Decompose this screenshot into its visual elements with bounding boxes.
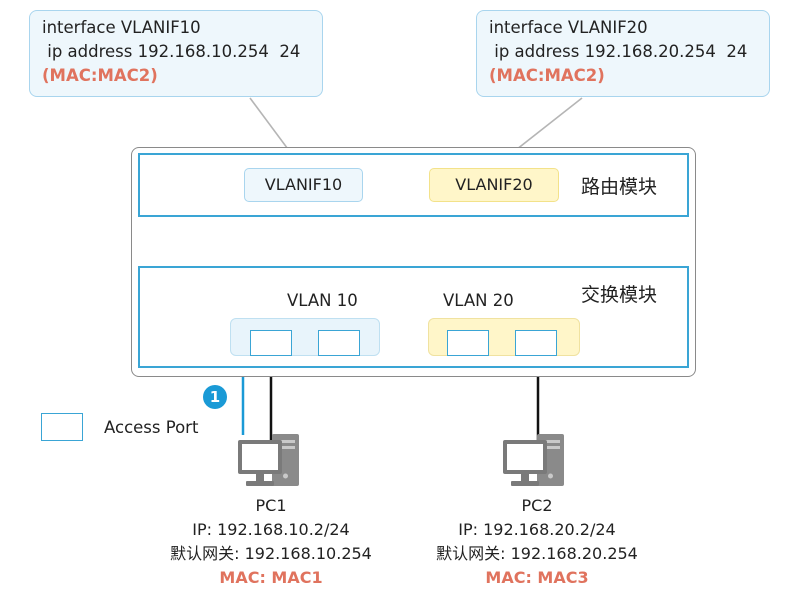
callout-mac: (MAC:MAC2) bbox=[489, 66, 605, 85]
callout-line: interface VLANIF10 bbox=[42, 18, 201, 37]
access-port bbox=[515, 330, 557, 356]
switching-module-label: 交换模块 bbox=[581, 284, 658, 306]
pc1-info: PC1 IP: 192.168.10.2/24 默认网关: 192.168.10… bbox=[146, 494, 396, 590]
switching-module bbox=[138, 266, 689, 368]
callout-line: ip address 192.168.10.254 24 bbox=[42, 42, 301, 61]
pc1-mac: MAC: MAC1 bbox=[219, 568, 323, 587]
step-badge: 1 bbox=[203, 385, 227, 409]
legend-port-swatch bbox=[41, 413, 83, 441]
access-port bbox=[447, 330, 489, 356]
vlanif10-config-callout: interface VLANIF10 ip address 192.168.10… bbox=[29, 10, 323, 97]
access-port bbox=[250, 330, 292, 356]
vlan10-label: VLAN 10 bbox=[287, 291, 358, 310]
legend-label: Access Port bbox=[104, 418, 199, 437]
vlanif10-box: VLANIF10 bbox=[244, 168, 363, 202]
pc1-computer-icon bbox=[238, 434, 299, 486]
pc2-info: PC2 IP: 192.168.20.2/24 默认网关: 192.168.20… bbox=[412, 494, 662, 590]
pc1-name: PC1 bbox=[255, 496, 287, 515]
access-port bbox=[318, 330, 360, 356]
pc2-gateway: 默认网关: 192.168.20.254 bbox=[436, 544, 638, 563]
pc1-gateway: 默认网关: 192.168.10.254 bbox=[170, 544, 372, 563]
routing-module-label: 路由模块 bbox=[581, 176, 658, 198]
pc2-name: PC2 bbox=[521, 496, 553, 515]
callout-line: interface VLANIF20 bbox=[489, 18, 648, 37]
routing-module bbox=[138, 153, 689, 217]
pc2-ip: IP: 192.168.20.2/24 bbox=[458, 520, 616, 539]
vlanif20-box: VLANIF20 bbox=[429, 168, 559, 202]
callout-line: ip address 192.168.20.254 24 bbox=[489, 42, 748, 61]
pc1-ip: IP: 192.168.10.2/24 bbox=[192, 520, 350, 539]
vlan20-label: VLAN 20 bbox=[443, 291, 514, 310]
pc2-computer-icon bbox=[503, 434, 564, 486]
vlanif20-config-callout: interface VLANIF20 ip address 192.168.20… bbox=[476, 10, 770, 97]
pc2-mac: MAC: MAC3 bbox=[485, 568, 589, 587]
callout-mac: (MAC:MAC2) bbox=[42, 66, 158, 85]
